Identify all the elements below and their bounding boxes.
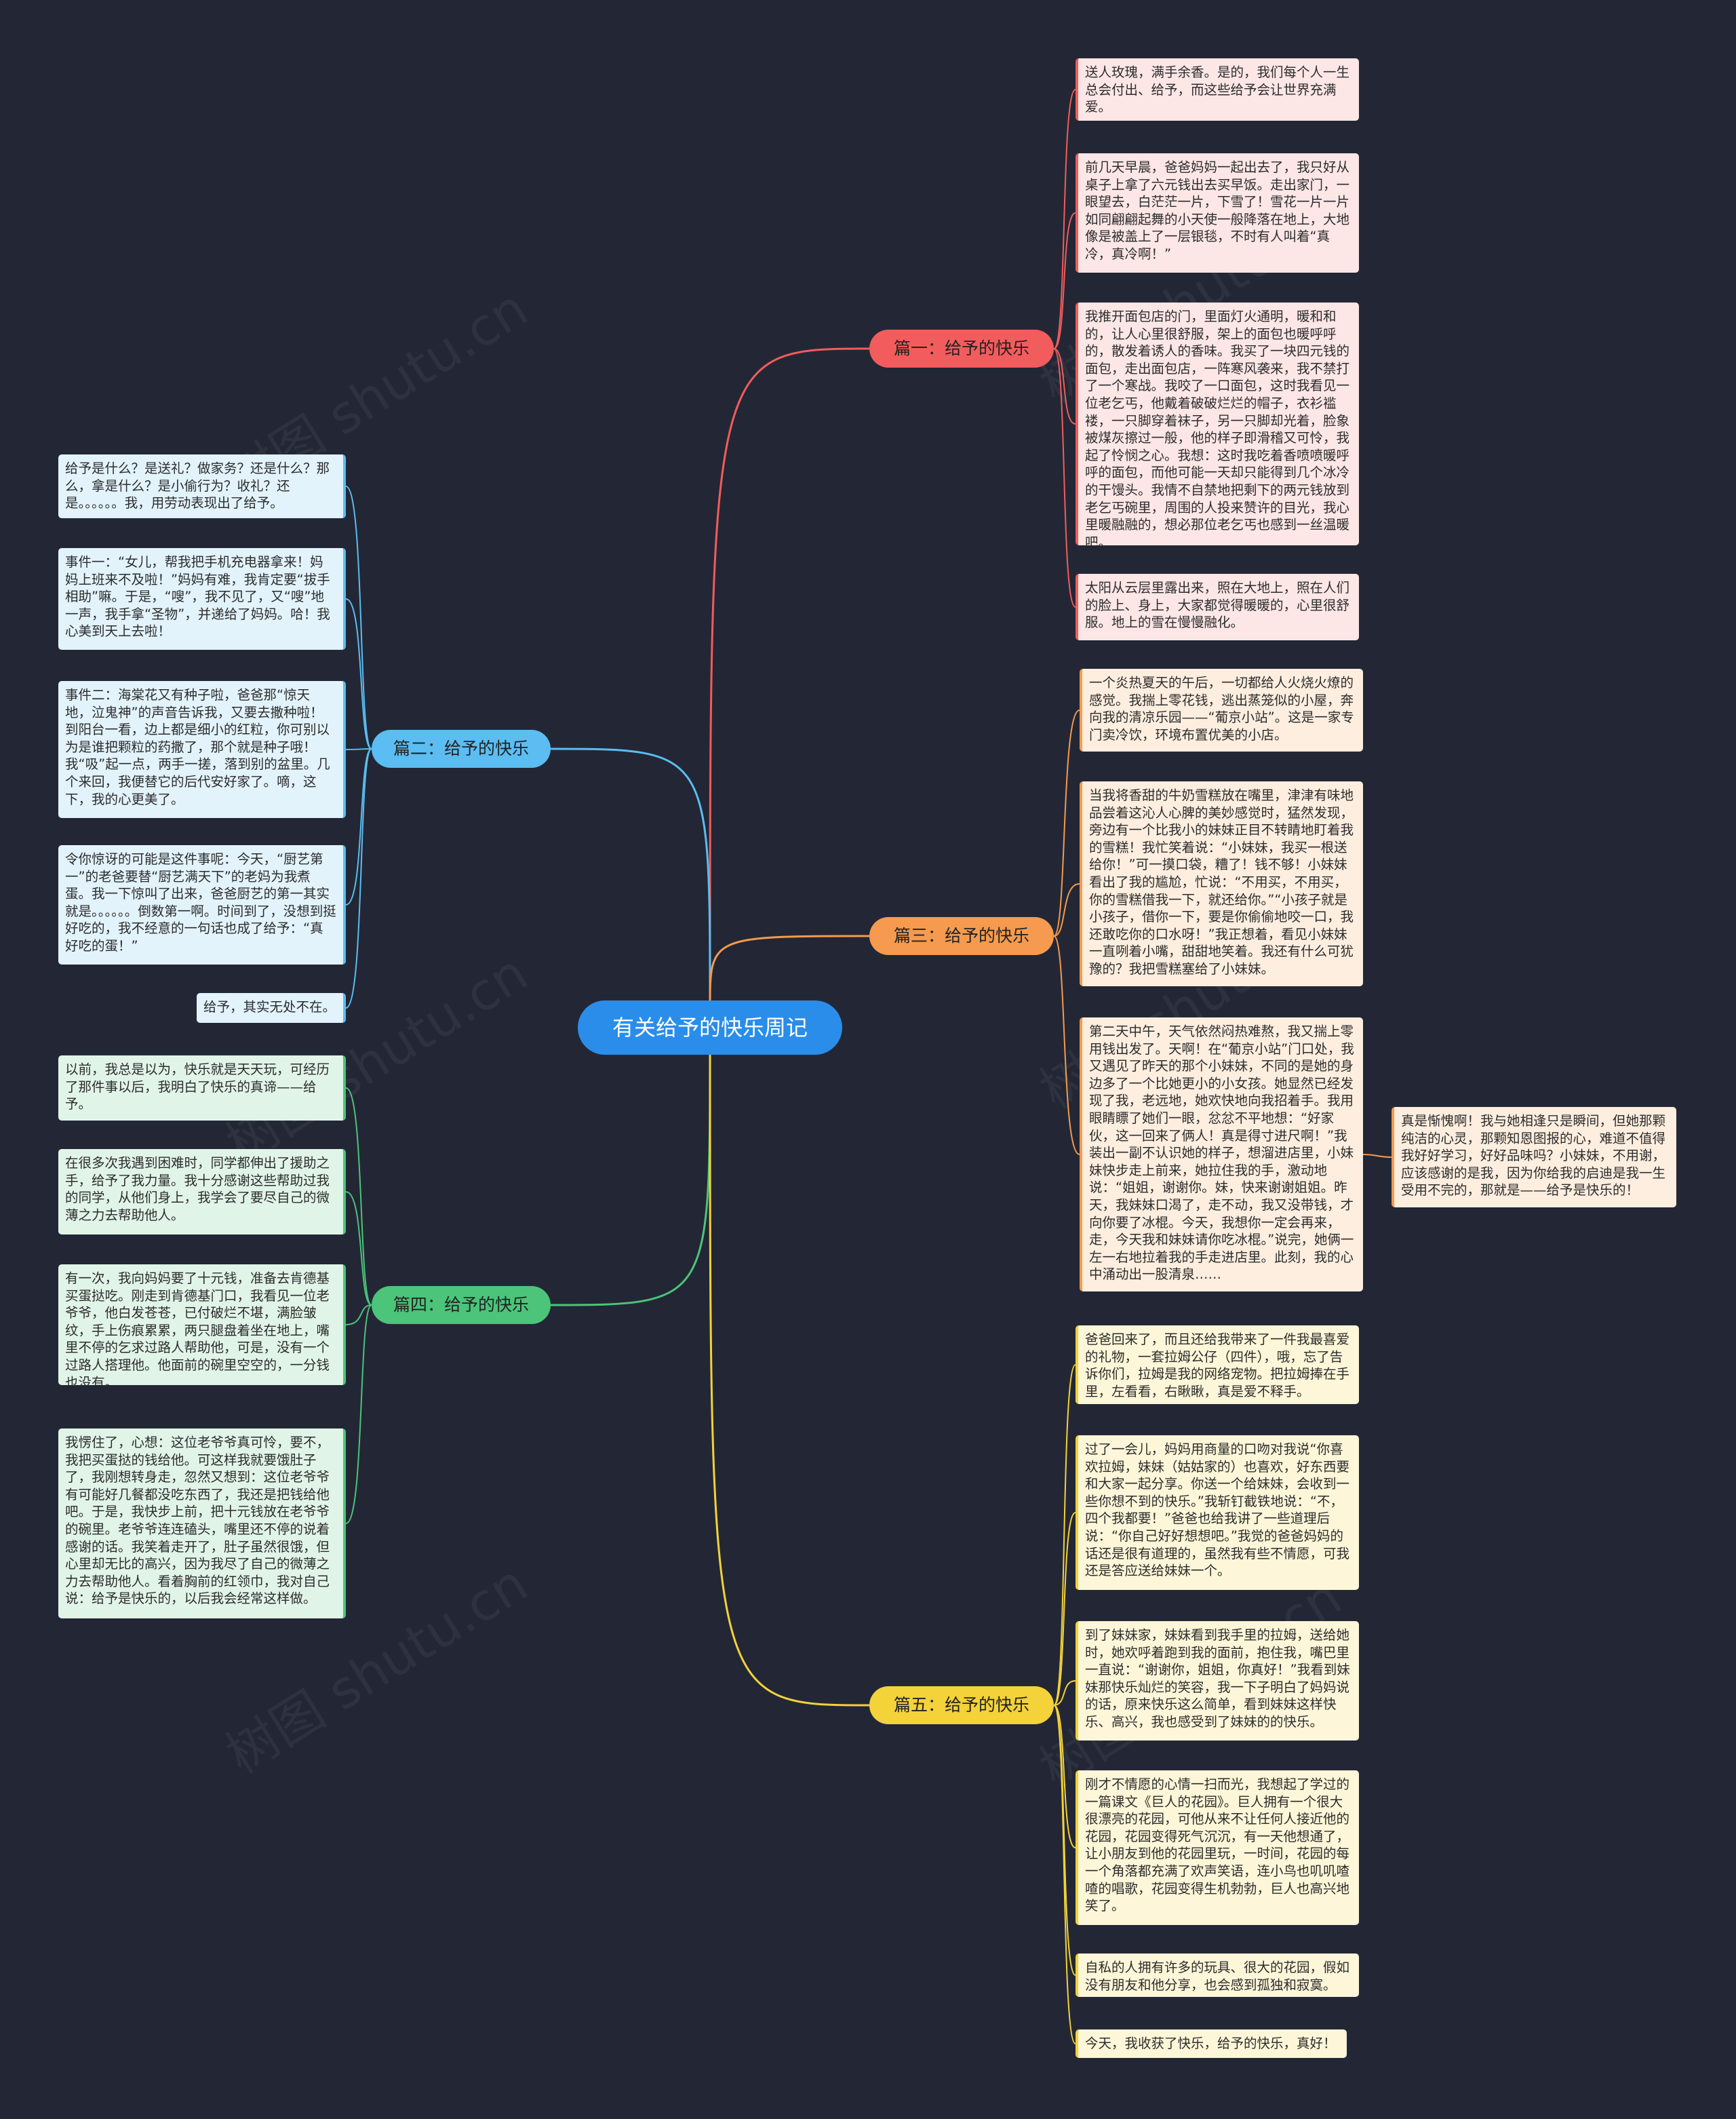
- leaf-node[interactable]: 给予，其实无处不在。: [197, 993, 346, 1023]
- branch-node-1[interactable]: 篇一：给予的快乐: [869, 330, 1054, 368]
- branch-node-5[interactable]: 篇五：给予的快乐: [869, 1686, 1054, 1724]
- branch-node-4[interactable]: 篇四：给予的快乐: [372, 1286, 551, 1324]
- leaf-connector: [1053, 883, 1080, 937]
- branch-node-2[interactable]: 篇二：给予的快乐: [372, 730, 551, 768]
- leaf-node[interactable]: 自私的人拥有许多的玩具、很大的花园，假如没有朋友和他分享，也会感到孤独和寂寞。: [1076, 1953, 1359, 1997]
- leaf-node[interactable]: 太阳从云层里露出来，照在大地上，照在人们的脸上、身上，大家都觉得暖暖的，心里很舒…: [1076, 574, 1359, 640]
- leaf-connector: [345, 598, 372, 750]
- leaf-node[interactable]: 当我将香甜的牛奶雪糕放在嘴里，津津有味地品尝着这沁人心脾的美妙感觉时，猛然发现，…: [1080, 781, 1363, 986]
- leaf-node[interactable]: 今天，我收获了快乐，给予的快乐，真好！: [1076, 2029, 1347, 2058]
- leaf-connector: [345, 1087, 372, 1306]
- leaf-node[interactable]: 我愣住了，心想：这位老爷爷真可怜，要不，我把买蛋挞的钱给他。可这样我就要饿肚子了…: [58, 1428, 346, 1618]
- leaf-node[interactable]: 给予是什么？是送礼？做家务？还是什么？那么，拿是什么？是小偷行为？收礼？还是。。…: [58, 454, 346, 518]
- leaf-connector: [1053, 1705, 1076, 1976]
- branch-connector: [709, 1047, 870, 1707]
- leaf-node[interactable]: 前几天早晨，爸爸妈妈一起出去了，我只好从桌子上拿了六元钱出去买早饭。走出家门，一…: [1076, 153, 1359, 273]
- leaf-node-extra[interactable]: 真是惭愧啊！我与她相逢只是瞬间，但她那颗纯洁的心灵，那颗知恩图报的心，难道不值得…: [1392, 1107, 1676, 1207]
- leaf-node[interactable]: 在很多次我遇到困难时，同学都伸出了援助之手，给予了我力量。我十分感谢这些帮助过我…: [58, 1149, 346, 1235]
- leaf-node[interactable]: 一个炎热夏天的午后，一切都给人火烧火燎的感觉。我揣上零花钱，逃出蒸笼似的小屋，奔…: [1080, 669, 1363, 752]
- leaf-node[interactable]: 爸爸回来了，而且还给我带来了一件我最喜爱的礼物，一套拉姆公仔（四件），哦，忘了告…: [1076, 1325, 1359, 1404]
- leaf-connector: [1053, 1364, 1076, 1706]
- leaf-connector: [345, 486, 372, 750]
- leaf-connector: [345, 748, 372, 1009]
- extra-connector: [1362, 1154, 1392, 1158]
- leaf-node[interactable]: 有一次，我向妈妈要了十元钱，准备去肯德基买蛋挞吃。刚走到肯德基门口，我看见一位老…: [58, 1264, 346, 1385]
- leaf-node[interactable]: 第二天中午，天气依然闷热难熬，我又揣上零用钱出发了。天啊！在“葡京小站”门口处，…: [1080, 1017, 1363, 1291]
- leaf-node[interactable]: 我推开面包店的门，里面灯火通明，暖和和的，让人心里很舒服，架上的面包也暖呼呼的，…: [1076, 303, 1359, 545]
- branch-connector: [550, 747, 711, 1008]
- leaf-connector: [1053, 935, 1080, 1155]
- branch-node-3[interactable]: 篇三：给予的快乐: [869, 917, 1054, 955]
- leaf-connector: [345, 1304, 372, 1325]
- leaf-node[interactable]: 事件一：“女儿，帮我把手机充电器拿来！妈妈上班来不及啦！”妈妈有难，我肯定要“拔…: [58, 548, 346, 650]
- leaf-connector: [1053, 89, 1076, 349]
- leaf-connector: [1053, 1705, 1076, 1848]
- branch-connector: [709, 935, 870, 1008]
- leaf-node[interactable]: 令你惊讶的可能是这件事呢：今天，“厨艺第一”的老爸要替“厨艺满天下”的老妈为我煮…: [58, 845, 346, 965]
- leaf-connector: [1053, 1512, 1076, 1706]
- leaf-node[interactable]: 到了妹妹家，妹妹看到我手里的拉姆，送给她时，她欢呼着跑到我的面前，抱住我，嘴巴里…: [1076, 1621, 1359, 1741]
- leaf-node[interactable]: 事件二：海棠花又有种子啦，爸爸那“惊天地，泣鬼神”的声音告诉我，又要去撒种啦！到…: [58, 681, 346, 818]
- leaf-connector: [345, 748, 372, 750]
- leaf-node[interactable]: 以前，我总是以为，快乐就是天天玩，可经历了那件事以后，我明白了快乐的真谛——给予…: [58, 1055, 346, 1121]
- leaf-connector: [1053, 1680, 1076, 1706]
- branch-connector: [709, 347, 870, 1008]
- leaf-connector: [345, 748, 372, 906]
- leaf-connector: [345, 1304, 372, 1524]
- leaf-connector: [1053, 1705, 1076, 2044]
- leaf-connector: [1053, 348, 1076, 425]
- leaf-node[interactable]: 送人玫瑰，满手余香。是的，我们每个人一生总会付出、给予，而这些给予会让世界充满爱…: [1076, 58, 1359, 121]
- leaf-connector: [1053, 709, 1080, 937]
- leaf-connector: [1053, 348, 1076, 608]
- root-node[interactable]: 有关给予的快乐周记: [578, 1000, 842, 1055]
- leaf-connector: [1053, 212, 1076, 349]
- leaf-node[interactable]: 刚才不情愿的心情一扫而光，我想起了学过的一篇课文《巨人的花园》。巨人拥有一个很大…: [1076, 1770, 1359, 1925]
- leaf-connector: [345, 1191, 372, 1306]
- leaf-node[interactable]: 过了一会儿，妈妈用商量的口吻对我说“你喜欢拉姆，妹妹（姑姑家的）也喜欢，好东西要…: [1076, 1435, 1359, 1590]
- branch-connector: [550, 1047, 711, 1306]
